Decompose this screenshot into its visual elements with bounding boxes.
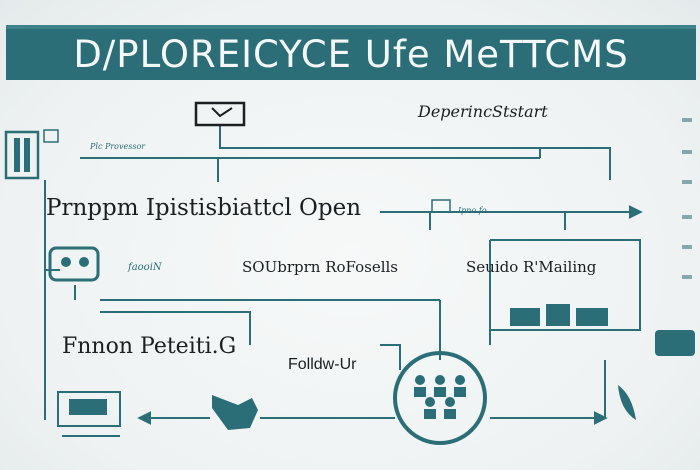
connector-to-circle [380,344,401,370]
connector-mid-h2 [100,311,251,345]
label-small-mid: Ipno fo [458,206,487,215]
people-group-icon [393,351,487,445]
small-laptop-icon [431,199,451,213]
connector-right-box [490,239,641,331]
laptop-icon [194,101,246,127]
hand-icon [212,395,258,430]
label-left-small: faooiN [128,262,162,273]
person-icon [48,246,100,282]
label-top-right: DeperincStstart [418,102,548,121]
small-right-icon [655,330,695,356]
label-top-left-small: Plc Provessor [90,142,146,151]
label-center: SOUbrprn RoFosells [242,258,398,276]
label-right: Seuido R'Mailing [466,258,597,276]
label-main-row: Prnppm Ipistisbiattcl Open [46,195,362,221]
leaf-icon [618,385,636,420]
label-followup: Folldw-Ur [288,356,357,373]
title-banner: D/PLOREICYCE Ufe MeTTCMS [6,25,696,80]
bar-chart-icon [682,118,692,279]
document-icon [4,130,40,180]
desk-icon [57,391,121,437]
connector-top-a [219,125,611,180]
diagram-title: D/PLOREICYCE Ufe MeTTCMS [73,33,629,76]
workstation-icon [510,304,608,326]
small-doc-icon [43,129,59,143]
label-bottom-left: Fnnon Peteiti.G [62,334,237,359]
